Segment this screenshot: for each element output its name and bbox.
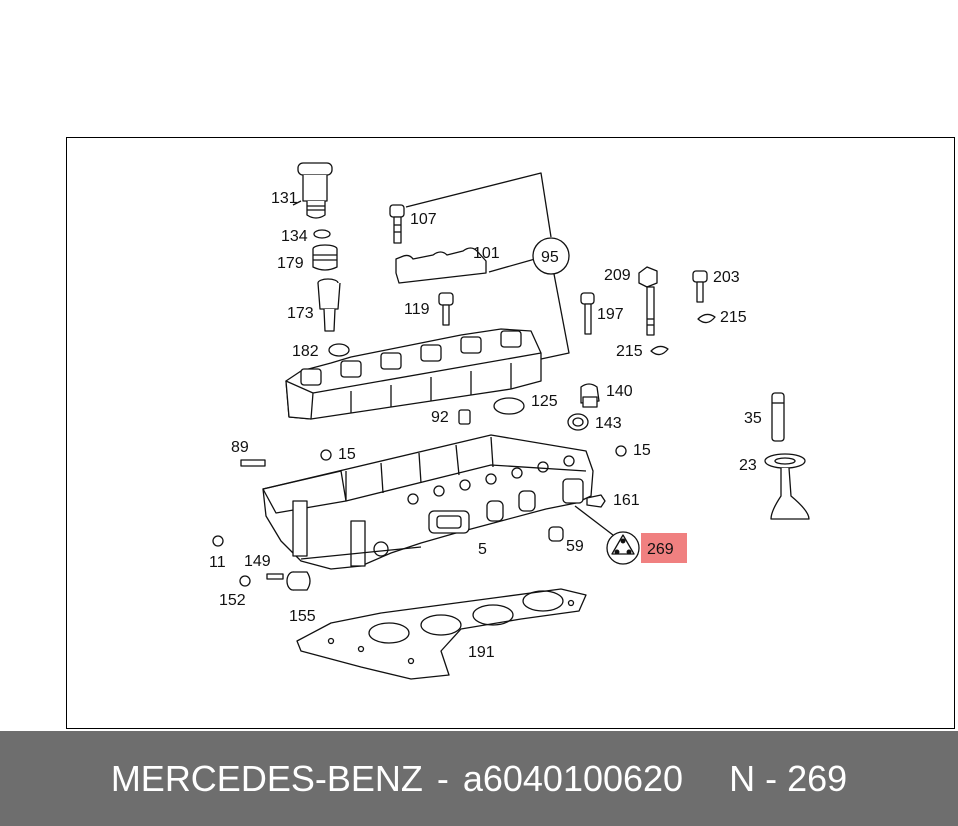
- position-prefix: N -: [729, 757, 788, 799]
- part-125-sealing-ring: [493, 397, 525, 415]
- label-191[interactable]: 191: [468, 644, 495, 661]
- part-15-ball-right: [615, 445, 627, 457]
- footer-separator: -: [436, 757, 449, 799]
- part-101-bearing-bridge: [395, 247, 487, 284]
- label-59[interactable]: 59: [566, 538, 584, 555]
- part-215-washer-upper: [697, 313, 716, 324]
- label-143[interactable]: 143: [595, 415, 622, 432]
- part-203-bolt: [692, 270, 708, 303]
- group-95-bracket: [405, 172, 570, 360]
- part-23-valve: [764, 453, 810, 520]
- label-95[interactable]: 95: [541, 249, 559, 266]
- part-107-bolt: [389, 204, 405, 244]
- label-215-lower[interactable]: 215: [616, 343, 643, 360]
- brand-name: MERCEDES-BENZ: [110, 757, 423, 799]
- label-15-right[interactable]: 15: [633, 442, 651, 459]
- part-269-cover: [606, 531, 640, 565]
- part-161-plug: [586, 494, 606, 508]
- label-15-left[interactable]: 15: [338, 446, 356, 463]
- position-number: 269: [787, 757, 848, 799]
- part-number: a6040100620: [462, 757, 684, 799]
- label-197[interactable]: 197: [597, 306, 624, 323]
- highlight-269-box: [641, 533, 687, 563]
- label-35[interactable]: 35: [744, 410, 762, 427]
- label-101[interactable]: 101: [473, 245, 500, 262]
- label-155[interactable]: 155: [289, 608, 316, 625]
- part-15-ball-left: [320, 449, 332, 461]
- part-179-bushing: [312, 244, 338, 271]
- label-161[interactable]: 161: [613, 492, 640, 509]
- label-125[interactable]: 125: [531, 393, 558, 410]
- label-173[interactable]: 173: [287, 305, 314, 322]
- label-182[interactable]: 182: [292, 343, 319, 360]
- part-89-stud: [240, 459, 266, 467]
- part-92-dowel-sleeve: [458, 409, 471, 425]
- part-35-valve-tappet: [771, 392, 785, 442]
- diagram-frame: 131 134 179 173 182 107 101 95 119 209 2…: [66, 137, 955, 729]
- label-140[interactable]: 140: [606, 383, 633, 400]
- label-179[interactable]: 179: [277, 255, 304, 272]
- label-23[interactable]: 23: [739, 457, 757, 474]
- part-173-sleeve: [317, 278, 341, 332]
- cylinder-head: [262, 434, 594, 570]
- camshaft-housing: [285, 328, 542, 420]
- label-203[interactable]: 203: [713, 269, 740, 286]
- label-152[interactable]: 152: [219, 592, 246, 609]
- part-11-ball: [212, 535, 224, 547]
- part-155-sleeve: [286, 571, 311, 591]
- label-269[interactable]: 269: [647, 541, 674, 558]
- label-5[interactable]: 5: [478, 541, 487, 558]
- label-134[interactable]: 134: [281, 228, 308, 245]
- label-11[interactable]: 11: [209, 554, 226, 571]
- footer-bar: MERCEDES-BENZ - a6040100620 N - 269: [0, 731, 958, 826]
- part-131-injector-sleeve: [292, 162, 333, 219]
- part-197-bolt: [580, 292, 595, 335]
- label-107[interactable]: 107: [410, 211, 437, 228]
- part-143-seal: [567, 413, 589, 431]
- part-152-ball: [239, 575, 251, 587]
- part-191-head-gasket: [296, 588, 587, 680]
- label-92[interactable]: 92: [431, 409, 449, 426]
- label-209[interactable]: 209: [604, 267, 631, 284]
- part-209-bolt: [638, 266, 658, 336]
- part-140-screw-plug: [580, 383, 600, 408]
- part-labels: 131 134 179 173 182 107 101 95 119 209 2…: [209, 190, 762, 661]
- part-182-o-ring: [328, 343, 350, 357]
- label-89[interactable]: 89: [231, 439, 249, 456]
- part-149-pin: [266, 573, 284, 580]
- label-215-upper[interactable]: 215: [720, 309, 747, 326]
- part-119-bolt: [438, 292, 454, 326]
- exploded-parts-diagram: 131 134 179 173 182 107 101 95 119 209 2…: [209, 162, 810, 680]
- part-134-sealing-ring: [313, 229, 331, 239]
- part-215-washer-lower: [650, 345, 669, 356]
- label-149[interactable]: 149: [244, 553, 271, 570]
- label-119[interactable]: 119: [404, 301, 430, 318]
- part-59-sleeve: [548, 526, 564, 542]
- label-131[interactable]: 131: [271, 190, 298, 207]
